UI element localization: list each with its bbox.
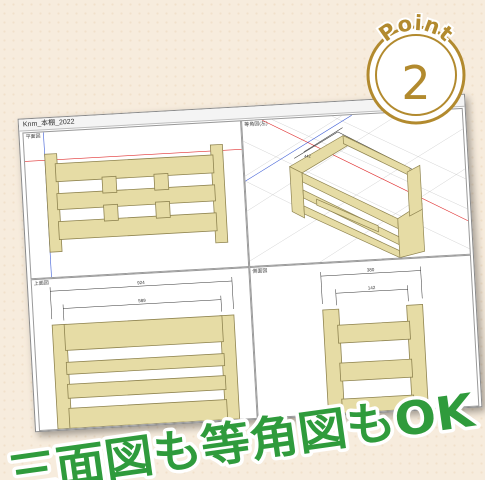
side-inner-dim: 142 bbox=[368, 285, 376, 290]
side-view-pane[interactable]: 側面図 380 142 bbox=[249, 254, 480, 419]
slogan-text: 三面図も等角図もOK bbox=[4, 383, 479, 480]
top-view-drawing: 924 589 bbox=[49, 277, 241, 430]
point-badge: Point 2 bbox=[366, 13, 466, 125]
front-view-drawing bbox=[24, 132, 242, 278]
iso-dim-label: 442 bbox=[304, 153, 312, 158]
slogan-banner: 三面図も等角図もOK bbox=[1, 379, 483, 480]
side-outer-dim: 380 bbox=[367, 267, 375, 272]
top-inner-dim: 589 bbox=[138, 298, 146, 303]
front-view-pane[interactable]: 平面図 bbox=[22, 120, 250, 280]
isometric-view-pane[interactable]: 等角図(左) bbox=[241, 107, 471, 268]
cad-window: Knm_本棚_2022 平面図 等角図(左) bbox=[17, 93, 483, 433]
side-view-drawing: 380 142 bbox=[320, 266, 429, 415]
top-outer-dim: 924 bbox=[137, 280, 145, 285]
badge-number: 2 bbox=[401, 56, 430, 110]
top-view-pane[interactable]: 上面図 924 589 bbox=[30, 267, 258, 432]
isometric-view-drawing: 442 bbox=[243, 112, 470, 263]
